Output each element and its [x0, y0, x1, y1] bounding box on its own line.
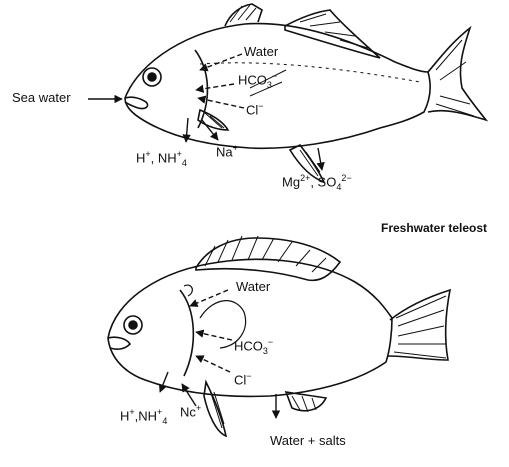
freshwater-fish-pectoral	[204, 382, 226, 436]
marine-cl-text: Cl	[246, 102, 258, 117]
label-marine-mg-so4: Mg2+, SO42−	[282, 174, 352, 192]
marine-fish-dorsal-soft	[285, 10, 380, 58]
marine-so4-sup: 2−	[341, 173, 351, 183]
freshwater-fish	[108, 236, 450, 436]
marine-na-text: Na	[216, 144, 233, 159]
arrow-hco3	[196, 84, 234, 90]
fw-nh-text: ,NH	[135, 408, 157, 423]
freshwater-title-text: Freshwater teleost	[381, 221, 487, 235]
label-marine-water: Water	[244, 45, 278, 58]
label-fw-water: Water	[236, 280, 270, 293]
label-fw-water-salts: Water + salts	[270, 434, 346, 447]
freshwater-fish-mouth	[108, 337, 130, 349]
freshwater-fish-gill	[180, 290, 193, 376]
marine-nh4-sub: 4	[182, 158, 187, 168]
label-marine-h-nh4: H+, NH+4	[136, 150, 187, 168]
marine-nh-text: , NH	[151, 150, 177, 165]
fw-h-text: H	[120, 408, 129, 423]
label-sea-water: Sea water	[12, 91, 71, 104]
fw-hco3-sup: −	[268, 337, 273, 347]
marine-so4-sub: 4	[336, 182, 341, 192]
arrow-fw-water-in	[190, 290, 228, 306]
freshwater-fish-tail	[388, 290, 450, 360]
fw-water-salts-text: Water + salts	[270, 433, 346, 448]
label-fw-na: Nc+	[180, 404, 201, 418]
marine-cl-sup: −	[258, 101, 263, 111]
marine-h-text: H	[136, 150, 145, 165]
arrow-fw-na	[182, 384, 196, 406]
marine-fish-tail	[428, 28, 486, 120]
marine-so-text: , SO	[310, 174, 336, 189]
arrow-fw-hco3	[196, 332, 232, 340]
fw-cl-sup: −	[246, 371, 251, 381]
marine-fish-dorsal-spiny	[225, 4, 262, 26]
fw-hco3-sub: 3	[263, 346, 268, 356]
marine-hco3-sub: 3	[267, 80, 272, 90]
fw-nh4-sub: 4	[162, 416, 167, 426]
arrow-fw-h-nh4	[160, 372, 168, 392]
freshwater-fish-pupil	[129, 321, 137, 329]
fw-na-text: Nc	[180, 404, 196, 419]
marine-mg-sup: 2+	[300, 173, 310, 183]
marine-na-sup: +	[233, 143, 238, 153]
label-freshwater-title: Freshwater teleost	[381, 222, 487, 234]
fw-cl-text: Cl	[234, 372, 246, 387]
label-fw-cl: Cl−	[234, 372, 252, 386]
arrow-water-in	[200, 54, 242, 70]
arrow-fw-cl	[196, 356, 230, 372]
label-marine-hco3: HCO3−	[238, 72, 277, 90]
fw-water-text: Water	[236, 279, 270, 294]
label-marine-na: Na+	[216, 144, 238, 158]
sea-water-text: Sea water	[12, 90, 71, 105]
label-marine-cl: Cl−	[246, 102, 264, 116]
marine-hco3-sup: −	[272, 71, 277, 81]
arrow-mg-so4	[318, 148, 322, 170]
label-fw-hco3: HCO3−	[234, 338, 273, 356]
fw-hco3-text: HCO	[234, 338, 263, 353]
marine-mg-text: Mg	[282, 174, 300, 189]
label-fw-h-nh4: H+,NH+4	[120, 408, 167, 426]
marine-hco3-text: HCO	[238, 72, 267, 87]
fw-na-sup: +	[196, 403, 201, 413]
marine-fish-body	[125, 24, 430, 149]
marine-fish-pupil	[148, 73, 156, 81]
marine-water-text: Water	[244, 44, 278, 59]
